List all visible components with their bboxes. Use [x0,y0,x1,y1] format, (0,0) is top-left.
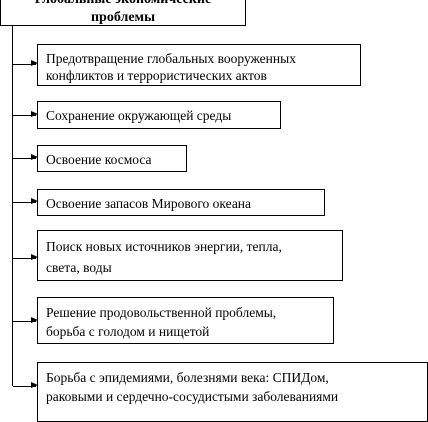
connector-arrow-7 [13,382,38,389]
connector-arrow-1 [13,60,38,67]
problem-box-5: Поиск новых источников энергии, тепла, с… [37,230,343,281]
problem-text-1: Предотвращение глобальных вооруженных ко… [46,51,296,83]
problem-box-4: Освоение запасов Мирового океана [37,189,325,216]
problem-text-4: Освоение запасов Мирового океана [46,196,252,211]
root-problem-box: Глобальные экономические проблемы [0,0,246,26]
diagram-spine-line [12,26,13,386]
root-title-line2: проблемы [90,10,156,25]
connector-arrow-4 [13,198,38,205]
connector-arrow-2 [13,111,38,118]
problem-box-6: Решение продовольственной проблемы, борь… [37,297,334,344]
connector-arrow-5 [13,254,38,261]
problem-text-7: Борьба с эпидемиями, болезнями века: СПИ… [46,370,339,404]
problem-text-2: Сохранение окружающей среды [46,108,232,123]
connector-arrow-6 [13,317,38,324]
problem-box-3: Освоение космоса [37,145,187,172]
problem-text-3: Освоение космоса [46,152,152,167]
root-title-line1: Глобальные экономические [1,0,245,9]
problem-text-6: Решение продовольственной проблемы, борь… [46,305,277,339]
root-title: Глобальные экономические проблемы [1,0,245,25]
problem-box-1: Предотвращение глобальных вооруженных ко… [37,44,361,86]
problem-box-2: Сохранение окружающей среды [37,101,281,129]
problem-text-5: Поиск новых источников энергии, тепла, с… [46,239,282,275]
connector-arrow-3 [13,154,38,161]
problem-box-7: Борьба с эпидемиями, болезнями века: СПИ… [37,362,428,422]
